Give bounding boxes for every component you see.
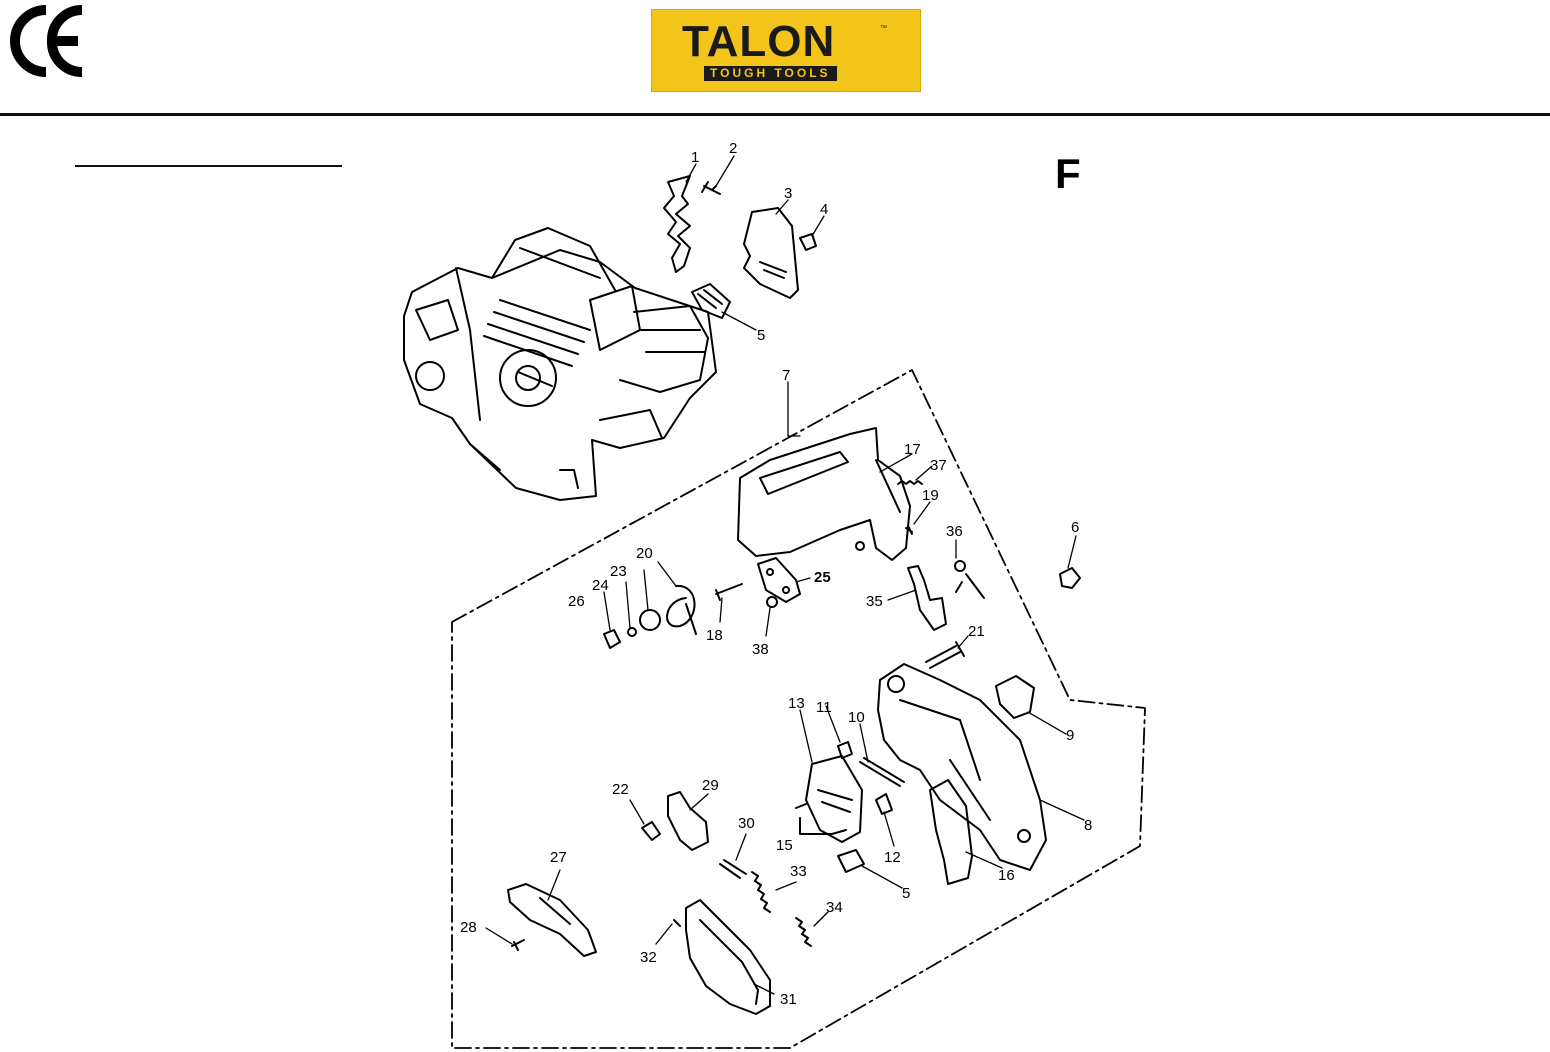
logo-tagline: TOUGH TOOLS (704, 66, 837, 81)
part-label: 25 (814, 569, 831, 586)
part-label: 34 (826, 899, 843, 916)
part-label: 2 (729, 140, 737, 157)
part-4-nut (799, 233, 817, 251)
header-divider (0, 113, 1550, 116)
part-label: 5 (757, 327, 765, 344)
part-25-plate (757, 557, 801, 603)
title-underline (75, 165, 342, 167)
part-11-nut (837, 741, 853, 759)
part-label: 21 (968, 623, 985, 640)
part-5-block-upper (691, 283, 731, 319)
part-13-side-plate (805, 755, 863, 843)
part-label: 23 (610, 563, 627, 580)
part-2-screw (701, 181, 721, 195)
part-label: 6 (1071, 519, 1079, 536)
part-10-stud (859, 757, 905, 787)
part-17-brake-handle (737, 427, 911, 561)
part-33-spring (751, 871, 771, 913)
part-label: 11 (816, 699, 832, 716)
part-36-washer (954, 560, 966, 572)
part-labels: 1 2 3 4 5 5 6 7 8 9 10 11 12 13 15 16 17… (460, 140, 1092, 1008)
part-label: 27 (550, 849, 567, 866)
assembly-boundary (451, 369, 1146, 1049)
part-18-pin (715, 583, 743, 601)
part-20-spring (666, 584, 697, 635)
part-label: 4 (820, 201, 828, 218)
part-19-screw (905, 525, 913, 535)
part-38-nut (766, 596, 778, 608)
part-12-pin (875, 793, 893, 815)
part-label: 36 (946, 523, 963, 540)
part-5-block-lower (837, 849, 865, 873)
talon-logo: TALON ™ TOUGH TOOLS (651, 9, 921, 92)
part-label: 26 (568, 593, 585, 610)
part-label: 16 (998, 867, 1015, 884)
logo-trademark: ™ (880, 25, 887, 32)
part-label: 1 (691, 149, 699, 166)
part-label: 18 (706, 627, 723, 644)
part-24-nut (627, 627, 637, 637)
part-label: 28 (460, 919, 477, 936)
part-28-screw (511, 939, 525, 951)
part-8-sprocket-cover (877, 663, 1047, 871)
logo-name: TALON (682, 17, 836, 66)
part-30-rod (719, 859, 747, 879)
part-1-chain-catcher (663, 175, 691, 273)
part-label: 22 (612, 781, 629, 798)
part-label: 15 (776, 837, 793, 854)
part-label: 7 (782, 367, 790, 384)
part-27-cover (507, 883, 597, 957)
part-29-lever (667, 791, 709, 851)
part-label: 5 (902, 885, 910, 902)
part-label: 33 (790, 863, 807, 880)
part-15-screws (795, 803, 847, 835)
part-label: 30 (738, 815, 755, 832)
part-label: 12 (884, 849, 901, 866)
part-label: 32 (640, 949, 657, 966)
part-label: 20 (636, 545, 653, 562)
part-23-washer (639, 609, 661, 631)
part-label: 29 (702, 777, 719, 794)
part-label: 13 (788, 695, 805, 712)
part-9-pad (995, 675, 1035, 719)
part-26-nut (603, 629, 621, 649)
part-label: 19 (922, 487, 939, 504)
part-label: 31 (780, 991, 797, 1008)
ce-mark-logo (10, 5, 83, 77)
part-label: 9 (1066, 727, 1074, 744)
part-16-guard (929, 779, 973, 885)
part-label: 10 (848, 709, 865, 726)
part-6-nut (1059, 567, 1081, 589)
part-35-lever (907, 565, 947, 631)
part-22-bushing (641, 821, 661, 841)
part-label: 8 (1084, 817, 1092, 834)
part-label: 24 (592, 577, 609, 594)
engine-housing (403, 227, 717, 501)
part-label: 38 (752, 641, 769, 658)
part-label: 35 (866, 593, 883, 610)
part-31-brake-band (685, 899, 771, 1015)
part-37-spring (897, 480, 923, 485)
part-21-bolt (925, 641, 965, 669)
part-label: 37 (930, 457, 947, 474)
section-letter: F (1055, 150, 1081, 197)
part-label: 3 (784, 185, 792, 202)
part-32-pin (673, 919, 681, 927)
part-label: 17 (904, 441, 921, 458)
part-34-spring (795, 917, 812, 947)
part-3-plate (743, 207, 799, 299)
